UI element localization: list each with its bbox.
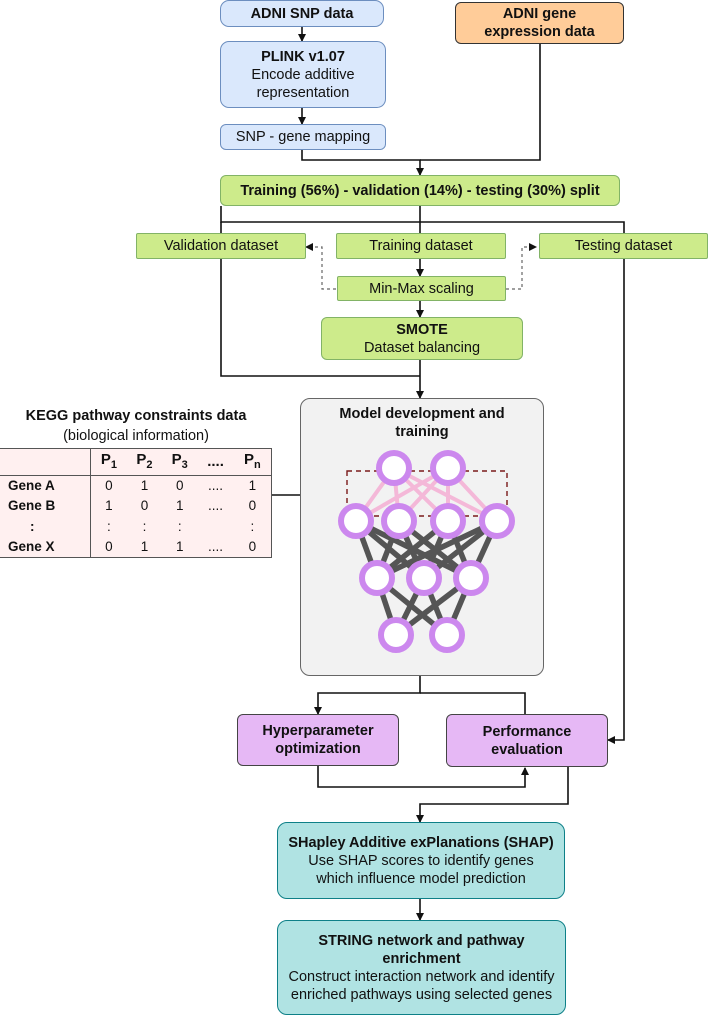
shap-title: SHapley Additive exPlanations (SHAP) bbox=[288, 834, 554, 851]
snp-gene-mapping-node: SNP - gene mapping bbox=[220, 124, 386, 150]
string-node: STRING network and pathway enrichment Co… bbox=[277, 920, 566, 1015]
smote-node: SMOTE Dataset balancing bbox=[321, 317, 523, 360]
kegg-cell bbox=[197, 516, 233, 536]
kegg-subtitle: (biological information) bbox=[63, 428, 209, 444]
validation-dataset-node: Validation dataset bbox=[136, 233, 306, 259]
kegg-row-label: : bbox=[0, 516, 91, 537]
kegg-col-dots: .... bbox=[197, 448, 234, 476]
neuron bbox=[359, 560, 395, 596]
arrow-expr-split bbox=[420, 43, 541, 161]
network-neurons bbox=[338, 450, 515, 653]
neuron bbox=[406, 560, 442, 596]
arrow-model-hyper bbox=[314, 676, 421, 715]
minmax-scaling-label: Min-Max scaling bbox=[369, 280, 474, 297]
kegg-col-p2: P2 bbox=[126, 448, 163, 476]
arrow-hyper-perf bbox=[317, 766, 529, 788]
testing-dataset-node: Testing dataset bbox=[539, 233, 708, 259]
kegg-cell: 1 bbox=[175, 498, 184, 514]
gene-expression-label: ADNI gene expression data bbox=[484, 6, 595, 40]
snp-data-label: ADNI SNP data bbox=[250, 5, 354, 22]
string-title: STRING network and pathway enrichment bbox=[318, 932, 525, 967]
string-desc: Construct interaction network and identi… bbox=[288, 968, 555, 1003]
snp-gene-mapping-label: SNP - gene mapping bbox=[235, 129, 371, 145]
neuron bbox=[479, 503, 515, 539]
shap-desc: Use SHAP scores to identify genes which … bbox=[308, 852, 534, 887]
split-branches bbox=[220, 206, 625, 233]
hyperparameter-node: Hyperparameter optimization bbox=[237, 714, 399, 766]
neuron bbox=[338, 503, 374, 539]
model-title: Model development and training bbox=[339, 406, 505, 440]
plink-node: PLINK v1.07 Encode additive representati… bbox=[220, 41, 386, 108]
minmax-scaling-node: Min-Max scaling bbox=[337, 276, 506, 301]
neuron bbox=[430, 450, 466, 486]
performance-node: Performance evaluation bbox=[446, 714, 608, 767]
arrow-model-perf bbox=[420, 692, 526, 714]
kegg-col-pn: Pn bbox=[233, 448, 272, 476]
kegg-cell: : bbox=[107, 518, 111, 534]
arrow-mapping-split bbox=[301, 150, 424, 176]
smote-desc: Dataset balancing bbox=[363, 339, 481, 356]
gene-expression-node: ADNI gene expression data bbox=[455, 2, 624, 44]
snp-data-node: ADNI SNP data bbox=[220, 0, 384, 27]
kegg-cell: 0 bbox=[140, 498, 149, 514]
hyperparameter-label: Hyperparameter optimization bbox=[262, 723, 374, 757]
kegg-corner-cell bbox=[0, 448, 91, 476]
training-dataset-label: Training dataset bbox=[369, 238, 473, 254]
smote-title: SMOTE bbox=[396, 321, 448, 338]
kegg-col-p1: P1 bbox=[90, 448, 127, 476]
testing-dataset-label: Testing dataset bbox=[574, 238, 673, 254]
arrow-testing-perf bbox=[607, 259, 625, 744]
kegg-row: ::::: bbox=[0, 516, 272, 537]
arrow-validation-model bbox=[220, 259, 420, 377]
kegg-row-label: Gene X bbox=[0, 536, 91, 558]
kegg-row: Gene B 1 0 1.... 0 bbox=[0, 496, 272, 517]
kegg-cell: 1 bbox=[175, 538, 184, 554]
kegg-row-label: Gene B bbox=[0, 496, 91, 517]
kegg-cell: 0 bbox=[175, 478, 184, 494]
neuron bbox=[381, 503, 417, 539]
dashed-minmax-testing bbox=[506, 243, 537, 290]
network-edge bbox=[393, 466, 498, 523]
network-edges bbox=[353, 466, 500, 638]
pathway-constraint-box bbox=[346, 470, 508, 517]
dashed-minmax-validation bbox=[305, 243, 336, 290]
plink-desc: Encode additive representation bbox=[251, 66, 355, 101]
neuron bbox=[378, 617, 414, 653]
kegg-row-label: Gene A bbox=[0, 475, 91, 497]
kegg-cell: 0 bbox=[248, 538, 257, 554]
kegg-header-row: P1 P2 P3 .... Pn bbox=[0, 448, 272, 476]
kegg-cell: 1 bbox=[105, 498, 113, 514]
split-label: Training (56%) - validation (14%) - test… bbox=[240, 182, 600, 199]
kegg-cell: : bbox=[142, 518, 147, 534]
kegg-title: KEGG pathway constraints data bbox=[25, 408, 247, 424]
kegg-cell: : bbox=[250, 518, 255, 534]
training-dataset-node: Training dataset bbox=[336, 233, 506, 259]
kegg-cell: 0 bbox=[248, 498, 257, 514]
split-node: Training (56%) - validation (14%) - test… bbox=[220, 175, 620, 206]
network-edge bbox=[375, 518, 499, 581]
shap-node: SHapley Additive exPlanations (SHAP) Use… bbox=[277, 822, 565, 899]
neuron bbox=[429, 617, 465, 653]
plink-title: PLINK v1.07 bbox=[261, 48, 345, 65]
kegg-row: Gene X 0 1 1.... 0 bbox=[0, 536, 272, 558]
kegg-cell: .... bbox=[208, 498, 224, 514]
performance-label: Performance evaluation bbox=[482, 723, 572, 758]
neuron bbox=[430, 503, 466, 539]
kegg-col-p3: P3 bbox=[162, 448, 198, 476]
neuron bbox=[376, 450, 412, 486]
kegg-cell: 1 bbox=[140, 478, 149, 494]
kegg-cell: 1 bbox=[248, 478, 257, 494]
neuron bbox=[453, 560, 489, 596]
kegg-cell: 0 bbox=[105, 538, 113, 554]
kegg-cell: 1 bbox=[140, 538, 149, 554]
validation-dataset-label: Validation dataset bbox=[163, 238, 279, 254]
arrow-perf-shap bbox=[416, 767, 569, 823]
kegg-cell: : bbox=[177, 518, 182, 534]
neural-network-illustration bbox=[338, 450, 515, 653]
kegg-cell: .... bbox=[208, 538, 224, 554]
kegg-row: Gene A 0 1 0.... 1 bbox=[0, 475, 272, 497]
kegg-cell: .... bbox=[208, 478, 224, 494]
kegg-cell: 0 bbox=[105, 478, 113, 494]
